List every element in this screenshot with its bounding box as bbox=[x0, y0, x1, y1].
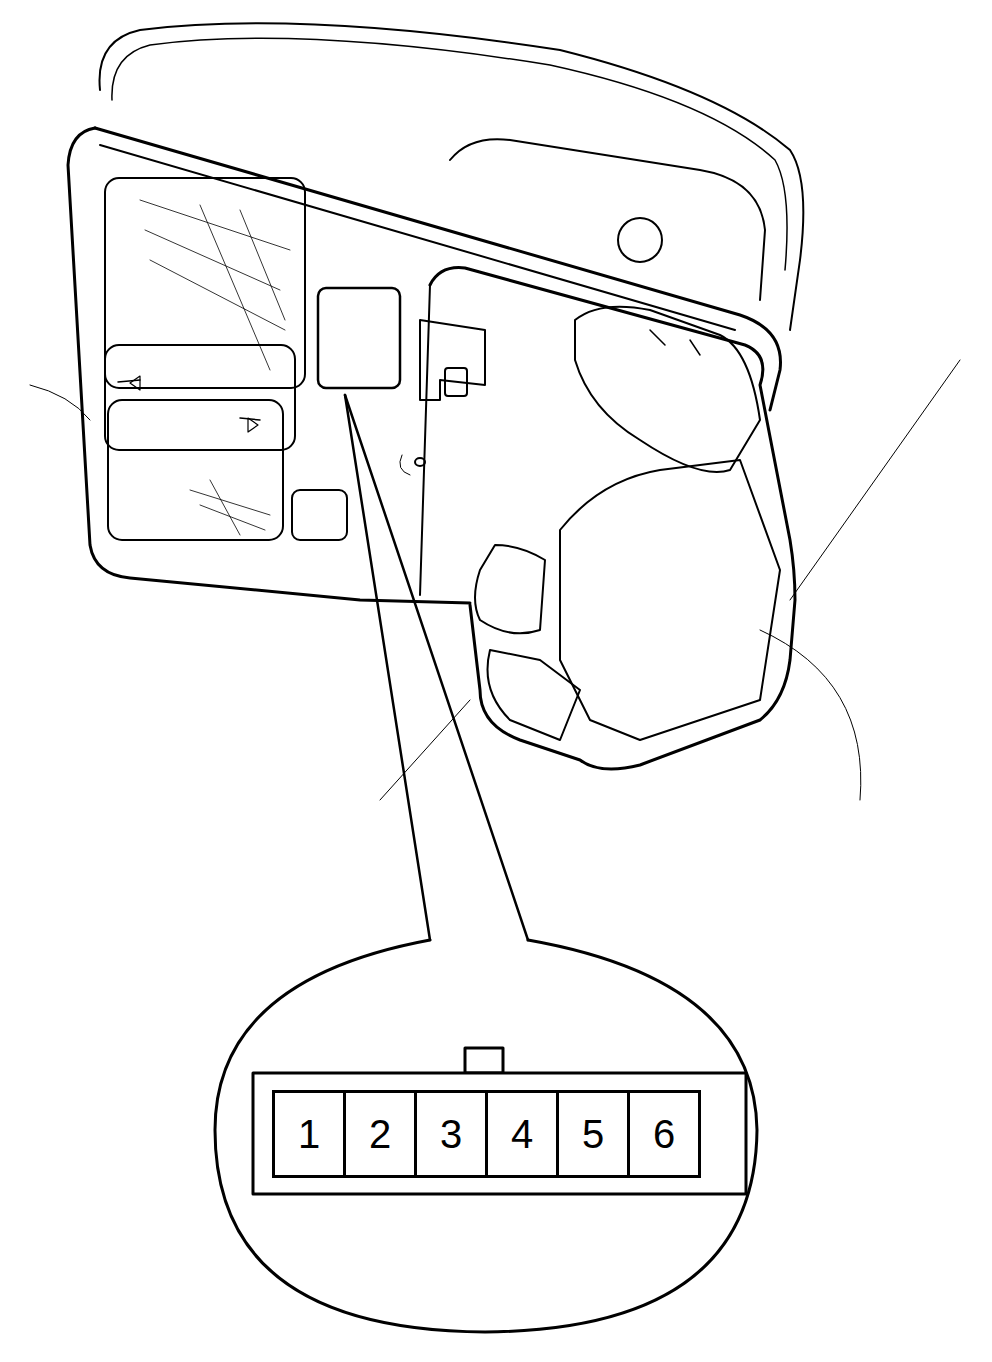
surface-line bbox=[400, 455, 410, 475]
pin-cell: 4 bbox=[485, 1090, 559, 1178]
connector-switch bbox=[318, 288, 400, 388]
callout-line bbox=[345, 395, 430, 940]
console-body bbox=[100, 145, 735, 330]
screw-hole bbox=[415, 458, 425, 466]
roof-line bbox=[760, 630, 861, 800]
pin-cell: 2 bbox=[343, 1090, 417, 1178]
holder-body bbox=[560, 460, 780, 740]
pin-cell: 1 bbox=[272, 1090, 346, 1178]
lens-texture bbox=[190, 480, 270, 535]
map-lamp bbox=[108, 400, 283, 540]
pin-number: 6 bbox=[653, 1114, 675, 1154]
pin-number: 1 bbox=[298, 1114, 320, 1154]
pin-number: 3 bbox=[440, 1114, 462, 1154]
wire-connector bbox=[475, 545, 545, 633]
pin-cell: 5 bbox=[556, 1090, 630, 1178]
console-body bbox=[68, 128, 470, 603]
pin-number: 5 bbox=[582, 1114, 604, 1154]
roof-line bbox=[380, 700, 470, 800]
callout-line bbox=[345, 395, 528, 940]
pin-cell: 6 bbox=[627, 1090, 701, 1178]
callout-bubble bbox=[215, 940, 757, 1332]
connector-housing bbox=[253, 1073, 746, 1194]
lamp-switch bbox=[105, 345, 295, 450]
connector-tab bbox=[465, 1048, 503, 1073]
roof-line bbox=[790, 360, 960, 600]
pin-cell: 3 bbox=[414, 1090, 488, 1178]
mirror-housing bbox=[100, 23, 804, 330]
console-opening bbox=[420, 285, 430, 595]
holder-lid bbox=[575, 307, 760, 472]
clip bbox=[445, 368, 467, 396]
clip bbox=[420, 320, 485, 400]
console-body bbox=[95, 128, 781, 410]
holder-latch bbox=[488, 650, 581, 740]
pin-number: 2 bbox=[369, 1114, 391, 1154]
map-lamp bbox=[105, 178, 305, 388]
small-button bbox=[292, 490, 347, 540]
screw-boss bbox=[618, 218, 662, 262]
pin-number: 4 bbox=[511, 1114, 533, 1154]
hinge-teeth bbox=[650, 330, 700, 355]
arrow-symbol bbox=[130, 376, 258, 432]
